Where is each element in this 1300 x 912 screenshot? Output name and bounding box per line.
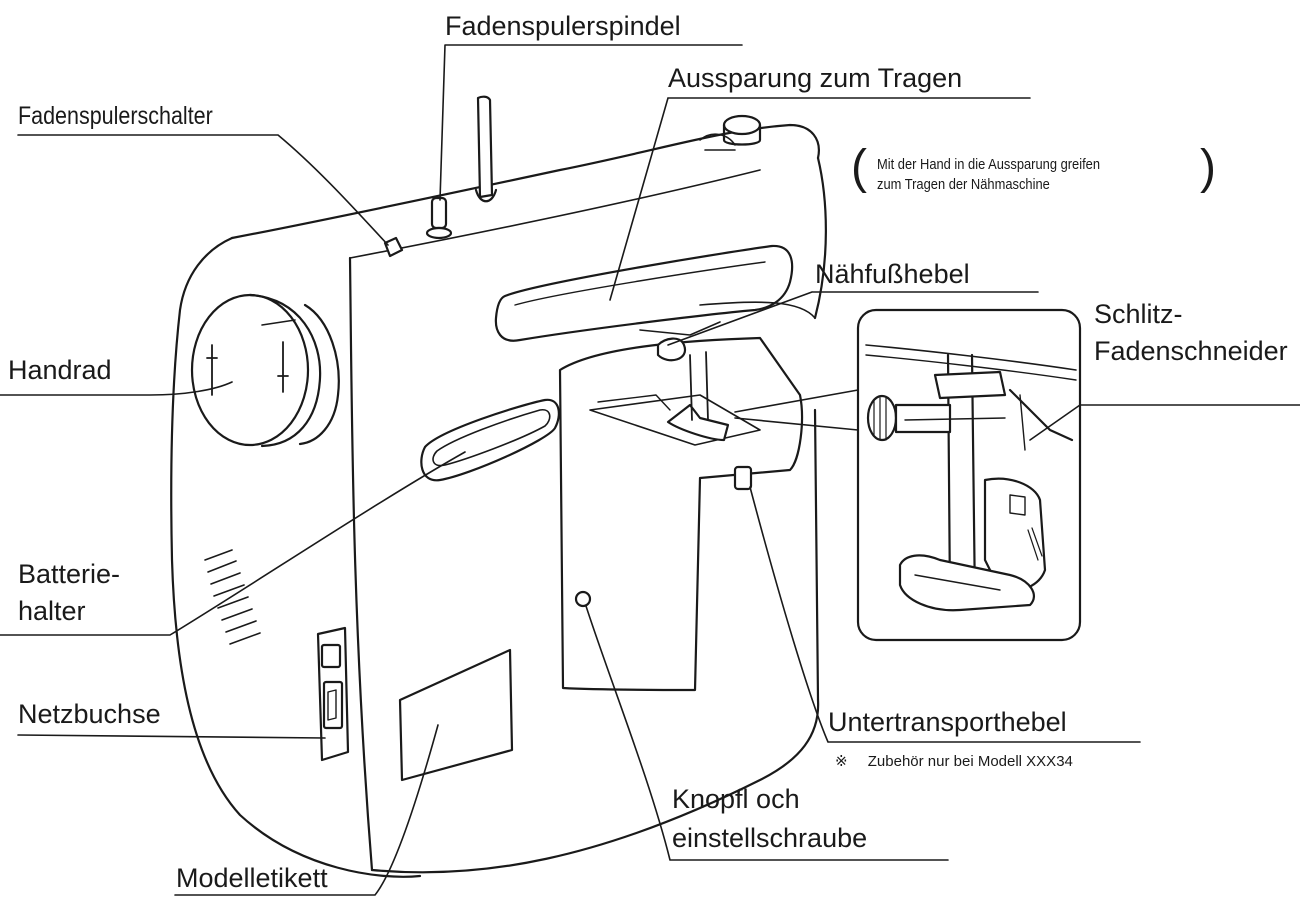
label-fadenspulerschalter: Fadenspulerschalter — [18, 102, 213, 130]
model-label-plate — [398, 648, 514, 782]
bobbin-winder-spindle — [474, 95, 498, 203]
top-thread-tension — [699, 114, 762, 151]
vent-slots — [204, 549, 261, 645]
knopfloch-line-1: Knopfl och — [672, 784, 800, 814]
label-modelletikett: Modelletikett — [176, 863, 328, 893]
zubehoer-mark: ※ — [835, 753, 848, 770]
label-untertransporthebel: Untertransporthebel — [828, 707, 1067, 737]
schlitz-line-1: Schlitz- — [1094, 299, 1183, 329]
machine-body — [170, 123, 827, 878]
label-fadenspulerspindel: Fadenspulerspindel — [445, 11, 681, 41]
detail-inset — [856, 308, 1082, 642]
label-naehfusshebel: Nähfußhebel — [815, 259, 970, 289]
note-line-2: zum Tragen der Nähmaschine — [877, 176, 1050, 194]
note-line-1: Mit der Hand in die Aussparung greifen — [877, 156, 1101, 173]
needle-area — [558, 321, 804, 692]
label-handrad: Handrad — [8, 355, 112, 385]
paren-open: ( — [851, 141, 867, 194]
batterie-line-2: halter — [18, 596, 86, 627]
label-schlitz-fadenschneider: Schlitz- Fadenschneider — [1094, 299, 1288, 367]
zubehoer-text: Zubehör nur bei Modell XXX34 — [867, 753, 1073, 770]
label-knopfloch: Knopfl och einstellschraube — [672, 784, 868, 854]
label-aussparung-note: Mit der Hand in die Aussparung greifen z… — [877, 156, 1101, 194]
schlitz-line-2: Fadenschneider — [1094, 336, 1288, 367]
label-aussparung: Aussparung zum Tragen — [668, 63, 963, 93]
handwheel — [190, 293, 340, 448]
paren-close: ) — [1200, 141, 1216, 194]
label-zubehoer-note: ※ Zubehör nur bei Modell XXX34 — [835, 753, 1073, 770]
batterie-line-1: Batterie- — [18, 559, 121, 589]
label-netzbuchse: Netzbuchse — [18, 699, 161, 729]
bobbin-winder-switch — [383, 236, 404, 258]
leader-lines — [0, 44, 1300, 896]
battery-holder — [420, 398, 560, 482]
label-batteriehalter: Batterie- halter — [18, 559, 121, 627]
knopfloch-line-2: einstellschraube — [672, 823, 868, 854]
spool-pin — [425, 196, 453, 240]
power-socket — [316, 626, 350, 762]
